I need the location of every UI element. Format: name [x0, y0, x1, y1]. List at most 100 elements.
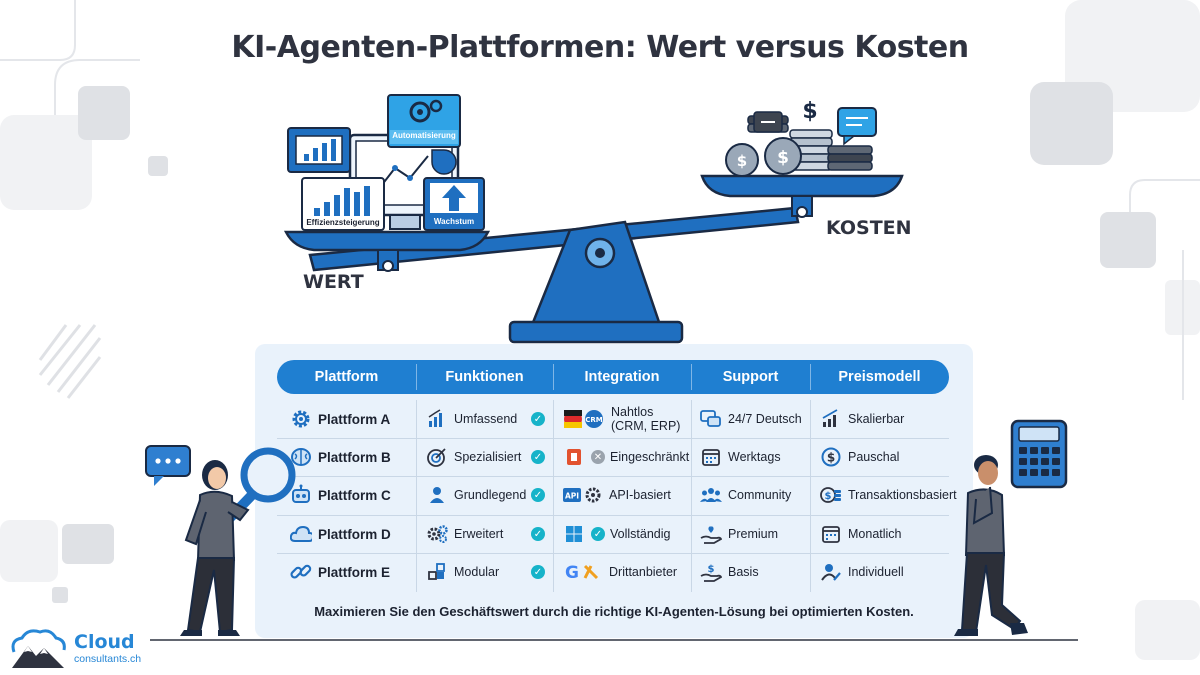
function-cell: Erweitert ✓: [426, 515, 553, 553]
table-row: Plattform B: [290, 438, 416, 476]
pricing-value: Individuell: [848, 565, 904, 579]
integration-value: Eingeschränkt: [610, 450, 690, 464]
target-icon: [426, 446, 448, 468]
table-row: Plattform A: [290, 400, 416, 438]
column-divider: [691, 400, 692, 592]
header-pricing: Preismodell: [838, 369, 921, 385]
cloud-icon: [290, 523, 312, 545]
function-value: Spezialisiert: [454, 450, 522, 464]
integration-value: Vollständig: [610, 527, 671, 541]
pricing-cell: $ Transaktionsbasiert: [820, 476, 957, 514]
function-value: Umfassend: [454, 412, 518, 426]
user-edit-icon: [820, 561, 842, 583]
pricing-value: Skalierbar: [848, 412, 905, 426]
function-cell: Grundlegend ✓: [426, 476, 553, 514]
cross-icon: ✕: [591, 450, 605, 464]
dollar-coin-icon: $: [820, 446, 842, 468]
svg-text:$: $: [802, 99, 817, 124]
platform-name: Plattform E: [318, 564, 391, 580]
header-support: Support: [722, 369, 779, 385]
value-label: WERT: [303, 271, 364, 293]
row-divider: [277, 438, 949, 439]
growth-card-label: Wachstum: [433, 217, 475, 226]
heart-hand-icon: [700, 523, 722, 545]
svg-text:$: $: [708, 564, 715, 575]
automation-card-label: Automatisierung: [392, 131, 456, 140]
brain-icon: [290, 446, 312, 468]
crm-icon: CRM: [563, 408, 605, 430]
support-value: Werktags: [728, 450, 781, 464]
header-functions: Funktionen: [445, 369, 524, 385]
header-integration: Integration: [584, 369, 660, 385]
function-value: Erweitert: [454, 527, 504, 541]
api-icon: API: [563, 484, 603, 506]
integration-cell: G Drittanbieter: [563, 553, 691, 591]
header-platform: Plattform: [314, 369, 379, 385]
logo-domain: consultants.ch: [74, 653, 142, 665]
table-header-bar: [277, 360, 949, 394]
function-cell: Spezialisiert ✓: [426, 438, 553, 476]
chat-bubbles-icon: [700, 408, 722, 430]
check-icon: ✓: [531, 412, 545, 426]
windows-icon: [563, 523, 585, 545]
user-icon: [426, 484, 448, 506]
svg-text:G: G: [565, 563, 579, 582]
support-cell: 24/7 Deutsch: [700, 400, 810, 438]
table-row: Plattform C: [290, 476, 416, 514]
dollar-hand-icon: $: [700, 561, 722, 583]
header-separator: [416, 364, 417, 390]
integration-value: Drittanbieter: [609, 565, 678, 579]
efficiency-card-label: Effizienzsteigerung: [306, 218, 380, 227]
check-icon: ✓: [531, 450, 545, 464]
bar-chart-icon: [426, 408, 448, 430]
office-icon: [563, 446, 585, 468]
column-divider: [553, 400, 554, 592]
platform-name: Plattform A: [318, 411, 391, 427]
column-divider: [416, 400, 417, 592]
pricing-value: Transaktionsbasiert: [848, 488, 957, 502]
function-cell: Umfassend ✓: [426, 400, 553, 438]
table-row: Plattform D: [290, 515, 416, 553]
check-icon: ✓: [531, 527, 545, 541]
check-icon: ✓: [591, 527, 605, 541]
platform-name: Plattform B: [318, 449, 391, 465]
function-value: Modular: [454, 565, 500, 579]
check-icon: ✓: [531, 565, 545, 579]
function-cell: Modular ✓: [426, 553, 553, 591]
platform-name: Plattform D: [318, 526, 391, 542]
support-cell: Community: [700, 476, 810, 514]
check-icon: ✓: [531, 488, 545, 502]
support-value: 24/7 Deutsch: [728, 412, 802, 426]
row-divider: [277, 553, 949, 554]
integration-cell: ✓ Vollständig: [563, 515, 691, 553]
row-divider: [277, 515, 949, 516]
logo-name[interactable]: Cloud: [74, 631, 135, 653]
google-icon: G: [563, 561, 603, 583]
gear-icon: [290, 408, 312, 430]
logo-mountain-icon: [6, 626, 72, 670]
svg-text:CRM: CRM: [585, 416, 603, 424]
support-value: Premium: [728, 527, 779, 541]
svg-text:$: $: [737, 152, 747, 170]
growth-chart-icon: [820, 408, 842, 430]
integration-cell: ✕ Eingeschränkt: [563, 438, 691, 476]
integration-cell: CRM Nahtlos (CRM, ERP): [563, 400, 691, 438]
support-cell: Werktags: [700, 438, 810, 476]
balance-scale-illustration: $ $ $ Automatisierung Effizienzsteigerun…: [270, 90, 930, 345]
pricing-value: Monatlich: [848, 527, 902, 541]
table-row: Plattform E: [290, 553, 416, 591]
pricing-value: Pauschal: [848, 450, 900, 464]
header-separator: [553, 364, 554, 390]
support-cell: $ Basis: [700, 553, 810, 591]
blocks-icon: [426, 561, 448, 583]
pricing-cell: Individuell: [820, 553, 949, 591]
header-separator: [691, 364, 692, 390]
function-value: Grundlegend: [454, 488, 527, 502]
calendar-icon: [700, 446, 722, 468]
footer-tagline: Maximieren Sie den Geschäftswert durch d…: [314, 604, 914, 619]
cost-label: KOSTEN: [826, 217, 912, 239]
svg-text:$: $: [777, 148, 789, 168]
pricing-cell: Skalierbar: [820, 400, 949, 438]
support-cell: Premium: [700, 515, 810, 553]
